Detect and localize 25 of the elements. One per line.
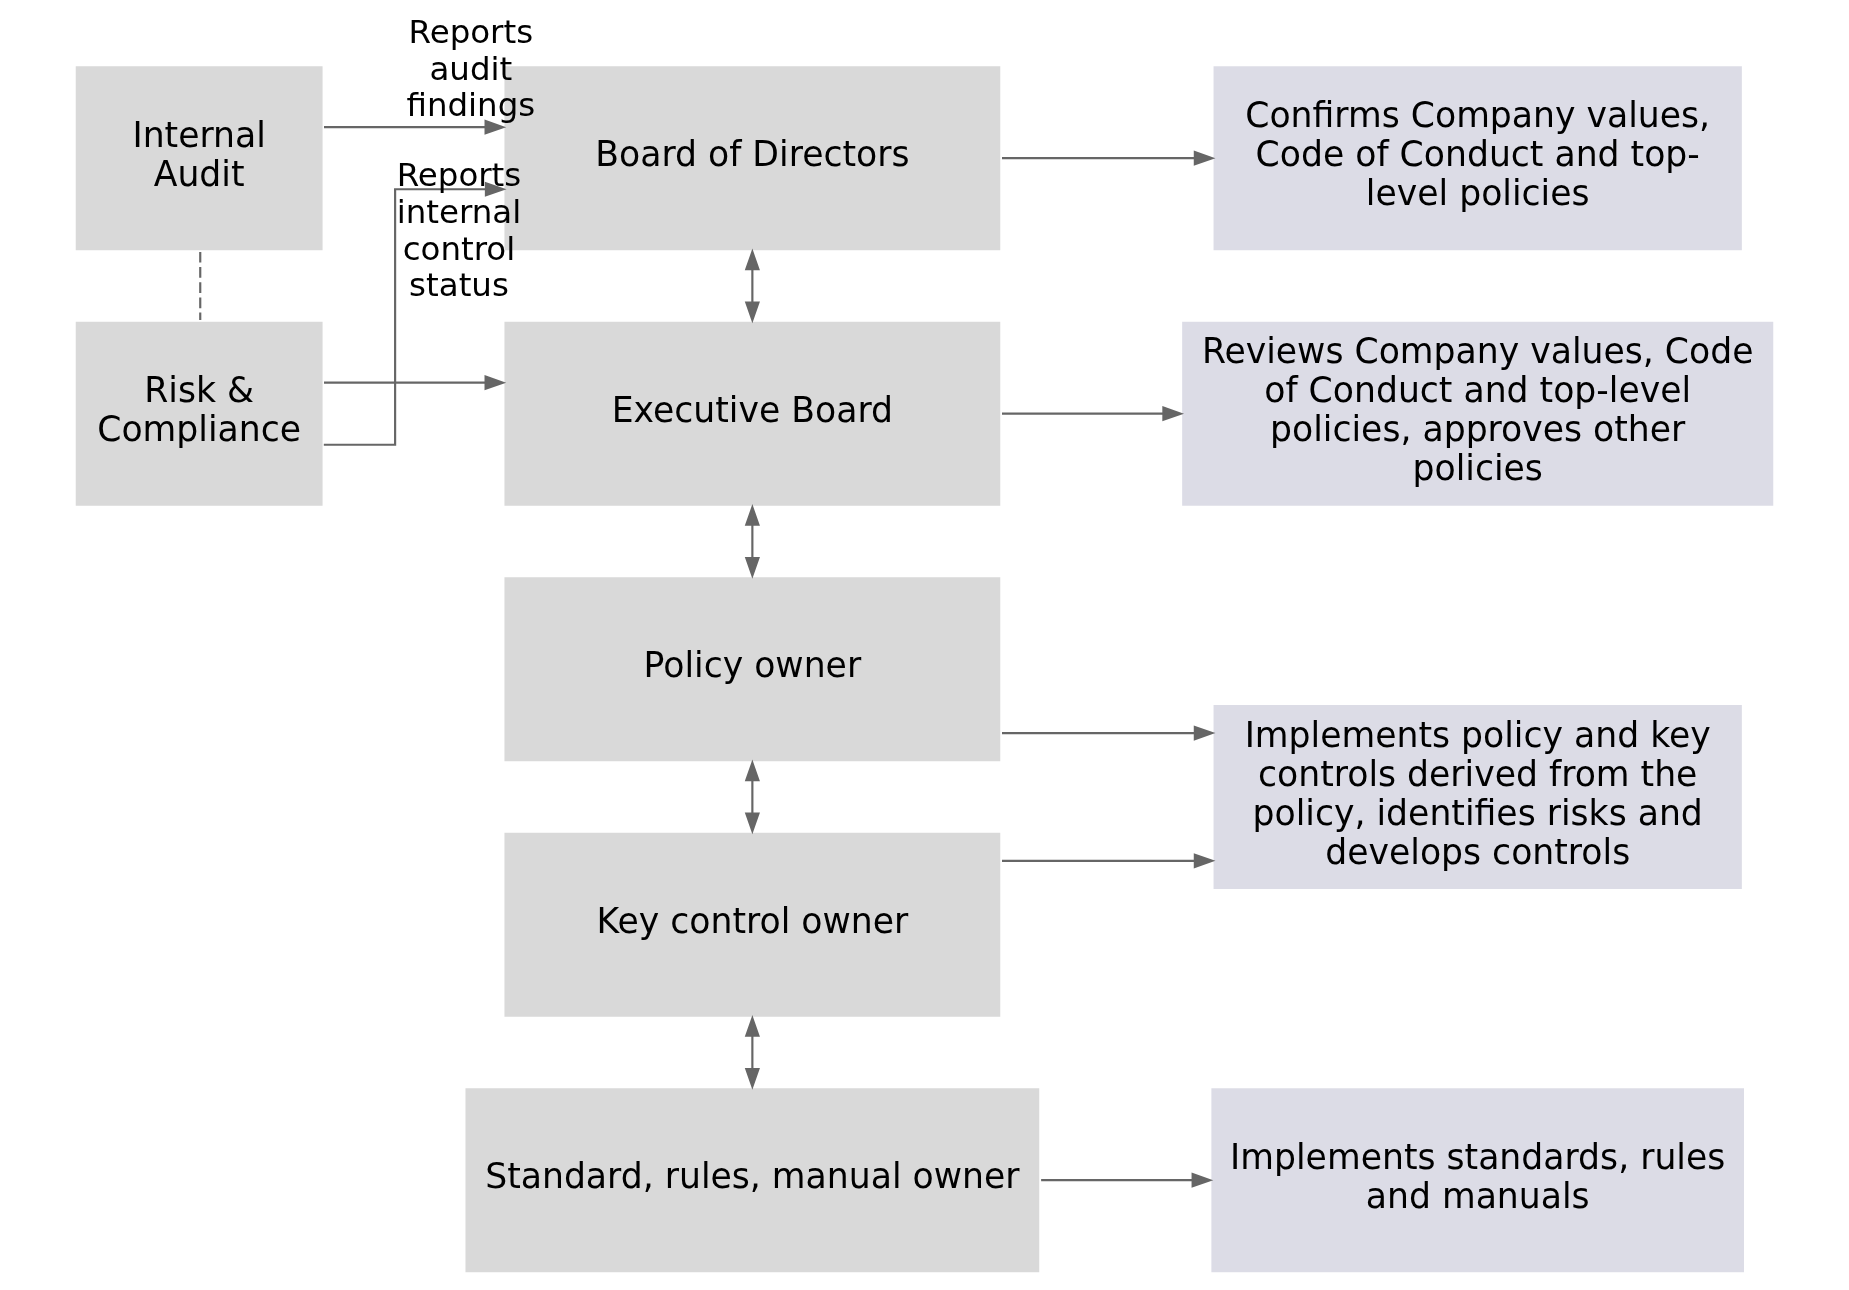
arrow [1002, 725, 1216, 741]
arrow [744, 504, 760, 579]
arrow [1002, 406, 1184, 422]
arrow [744, 248, 760, 324]
node-box: Implements policy and key controls derived from the policy, identifies risks and develops controls [1211, 702, 1745, 892]
node-box: Risk & Compliance [73, 319, 325, 508]
edge-label: Reports audit findings [406, 12, 536, 125]
node-box: Internal Audit [73, 64, 325, 253]
arrow [1002, 150, 1216, 166]
node-box: Policy owner [502, 575, 1003, 764]
node-box: Executive Board [502, 319, 1003, 508]
node-box: Reviews Company values, Code of Conduct and top-level policies, approves other policies [1180, 319, 1776, 508]
node-box: Standard, rules, manual owner [463, 1085, 1042, 1275]
arrow [324, 375, 507, 391]
arrow [1041, 1172, 1214, 1188]
arrow [744, 1015, 760, 1090]
edge-label: Reports internal control status [396, 155, 522, 305]
node-box: Key control owner [502, 830, 1003, 1019]
arrow [744, 759, 760, 835]
connector [199, 251, 202, 320]
node-box: Confirms Company values, Code of Conduct and top-level policies [1211, 64, 1745, 253]
arrow [323, 181, 507, 446]
arrow [1002, 853, 1216, 869]
node-box: Implements standards, rules and manuals [1209, 1085, 1747, 1275]
arrow [324, 119, 507, 135]
